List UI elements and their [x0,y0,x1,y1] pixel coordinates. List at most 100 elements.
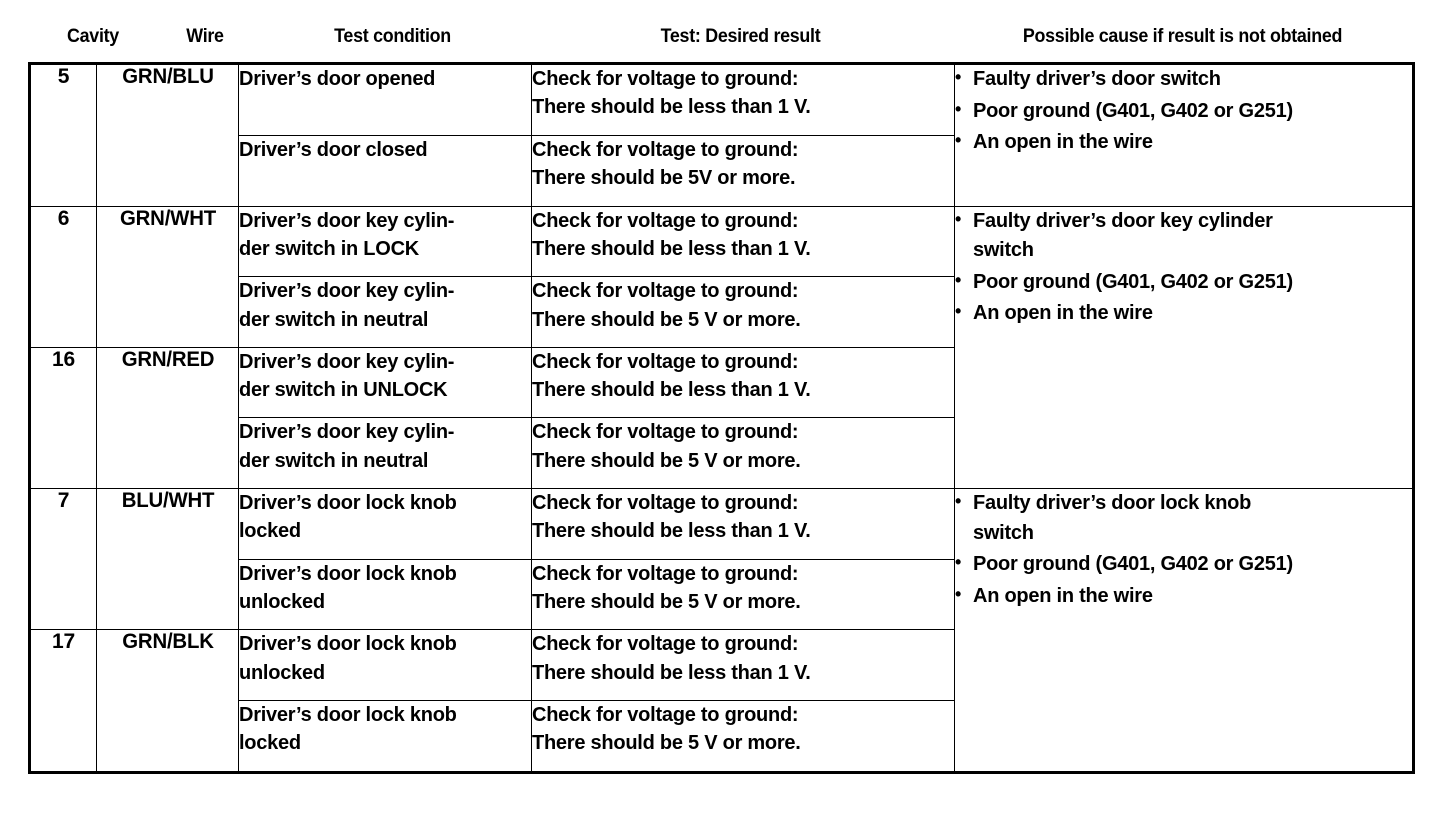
column-header-test-condition: Test condition [334,26,451,47]
test-condition-cell: Driver’s door lock knob unlocked [238,629,532,701]
test-desired-result-line: Check for voltage to ground: [532,350,799,373]
possible-cause-list: Faulty driver’s door key cylinder switchP… [955,206,1412,329]
possible-cause-cell: Faulty driver’s door switchPoor ground (… [954,63,1414,207]
possible-cause-list: Faulty driver’s door lock knob switchPoor… [955,488,1412,612]
wire-cell: GRN/RED [98,346,237,490]
possible-cause-item-text: An open in the wire [973,584,1153,607]
test-condition-cell: Driver’s door key cylin-der switch in UN… [238,346,532,419]
possible-cause-item: Poor ground (G401, G402 or G251) [955,549,1412,580]
test-desired-result-cell: Check for voltage to ground: There should… [531,276,955,348]
test-condition-line: der switch in neutral [239,449,429,472]
test-desired-result-line: Check for voltage to ground: [532,280,799,303]
possible-cause-item-text: Faulty driver’s door key cylinder [973,209,1273,232]
column-header-row: Cavity Wire Test condition Test: Desired… [28,26,1412,56]
test-desired-result-line: There should be 5 V or more. [532,591,801,614]
cavity-cell: 7 [29,488,97,631]
test-desired-result-cell: Check for voltage to ground: There should… [531,629,955,701]
test-desired-result-line: Check for voltage to ground: [532,633,799,656]
test-condition-line: Driver’s door closed [239,138,428,161]
test-condition-line: unlocked [239,661,325,684]
column-header-cavity: Cavity [67,26,119,47]
test-condition-line: Driver’s door lock knob [239,633,457,656]
cavity-cell: 6 [29,205,97,348]
possible-cause-item-text: Poor ground (G401, G402 or G251) [973,553,1293,576]
test-desired-result-line: There should be less than 1 V. [532,379,811,402]
possible-cause-item: Poor ground (G401, G402 or G251) [955,267,1412,298]
possible-cause-item-continuation: switch [973,521,1034,544]
test-desired-result-line: There should be less than 1 V. [532,237,811,260]
test-condition-line: der switch in UNLOCK [239,379,448,402]
test-desired-result-line: Check for voltage to ground: [532,704,799,726]
test-desired-result-cell: Check for voltage to ground: There should… [531,205,955,278]
test-desired-result-line: There should be less than 1 V. [532,96,811,119]
table-row: Driver’s door lock knob unlocked Check for… [30,558,1414,631]
test-condition-line: der switch in neutral [239,308,429,331]
test-desired-result-line: There should be 5 V or more. [532,449,801,472]
test-condition-line: locked [239,520,301,543]
column-header-test-desired-result: Test: Desired result [660,26,821,47]
test-condition-cell: Driver’s door closed [238,134,532,207]
possible-cause-item-text: An open in the wire [973,131,1153,154]
test-condition-cell: Driver’s door lock knob locked [238,488,532,560]
possible-cause-item: An open in the wire [955,581,1412,612]
test-desired-result-line: There should be 5 V or more. [532,308,801,331]
test-desired-result-cell: Check for voltage to ground:There should… [531,63,955,136]
test-desired-result-cell: Check for voltage to ground: There should… [531,558,955,631]
test-condition-line: Driver’s door opened [239,68,436,90]
possible-cause-item: An open in the wire [955,127,1412,158]
test-condition-line: locked [239,732,301,755]
possible-cause-cell: Faulty driver’s door lock knob switchPoor… [954,488,1414,773]
possible-cause-item-text: Poor ground (G401, G402 or G251) [973,99,1293,122]
test-desired-result-line: Check for voltage to ground: [532,209,799,232]
test-condition-line: Driver’s door key cylin- [239,421,455,444]
cavity-cell: 17 [29,629,97,773]
test-condition-cell: Driver’s door key cylin-der switch in ne… [238,417,532,490]
test-desired-result-cell: Check for voltage to ground: There should… [531,346,955,419]
possible-cause-item-text: Faulty driver’s door lock knob [973,492,1252,515]
test-condition-line: Driver’s door key cylin- [239,280,455,303]
wire-cell: GRN/BLU [98,63,237,207]
possible-cause-cell: Faulty driver’s door key cylinder switchP… [954,206,1414,490]
possible-cause-list: Faulty driver’s door switchPoor ground (… [955,64,1412,158]
column-header-possible-cause: Possible cause if result is not obtained [1022,26,1343,47]
cavity-cell: 5 [29,63,97,207]
possible-cause-item: An open in the wire [955,298,1412,329]
test-condition-line: Driver’s door lock knob [239,562,457,585]
possible-cause-item-text: Faulty driver’s door switch [973,68,1221,90]
test-desired-result-line: There should be less than 1 V. [532,661,811,684]
test-desired-result-line: Check for voltage to ground: [532,492,799,515]
table-row: Driver’s door key cylin-der switch in ne… [30,276,1414,348]
column-header-wire: Wire [186,26,224,47]
test-condition-line: Driver’s door lock knob [239,492,457,515]
test-desired-result-cell: Check for voltage to ground:There should… [531,700,955,773]
wire-cell: GRN/BLK [98,629,237,773]
possible-cause-item: Faulty driver’s door switch [955,64,1412,95]
test-condition-cell: Driver’s door key cylin-der switch in ne… [238,276,532,348]
test-desired-result-line: Check for voltage to ground: [532,421,799,444]
possible-cause-item-text: Poor ground (G401, G402 or G251) [973,270,1293,293]
wire-cell: BLU/WHT [98,488,237,631]
test-condition-line: Driver’s door key cylin- [239,350,455,373]
possible-cause-item: Faulty driver’s door key cylinder switch [955,206,1412,266]
test-condition-line: Driver’s door key cylin- [239,209,455,232]
test-condition-cell: Driver’s door opened [238,63,532,136]
possible-cause-item-continuation: switch [973,239,1034,262]
possible-cause-item: Poor ground (G401, G402 or G251) [955,96,1412,127]
test-condition-cell: Driver’s door lock knob unlocked [238,558,532,631]
test-condition-line: unlocked [239,591,325,614]
cavity-cell: 16 [29,346,97,490]
possible-cause-item-text: An open in the wire [973,302,1153,325]
wire-cell: GRN/WHT [98,205,237,348]
test-desired-result-cell: Check for voltage to ground: There should… [531,417,955,490]
possible-cause-item: Faulty driver’s door lock knob switch [955,488,1412,548]
test-desired-result-line: Check for voltage to ground: [532,562,799,585]
